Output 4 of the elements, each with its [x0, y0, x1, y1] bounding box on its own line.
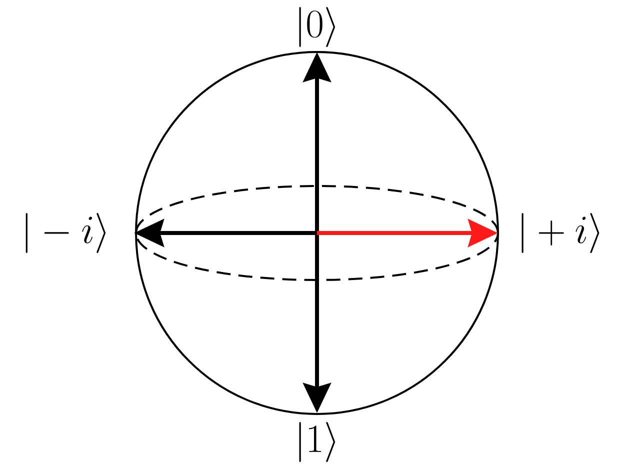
state-label: $|-i\rangle$: [26, 213, 106, 253]
state-label: $|1\rangle$: [299, 422, 336, 462]
state-label: $|+i\rangle$: [522, 213, 600, 253]
state-label: $|0\rangle$: [299, 7, 336, 47]
